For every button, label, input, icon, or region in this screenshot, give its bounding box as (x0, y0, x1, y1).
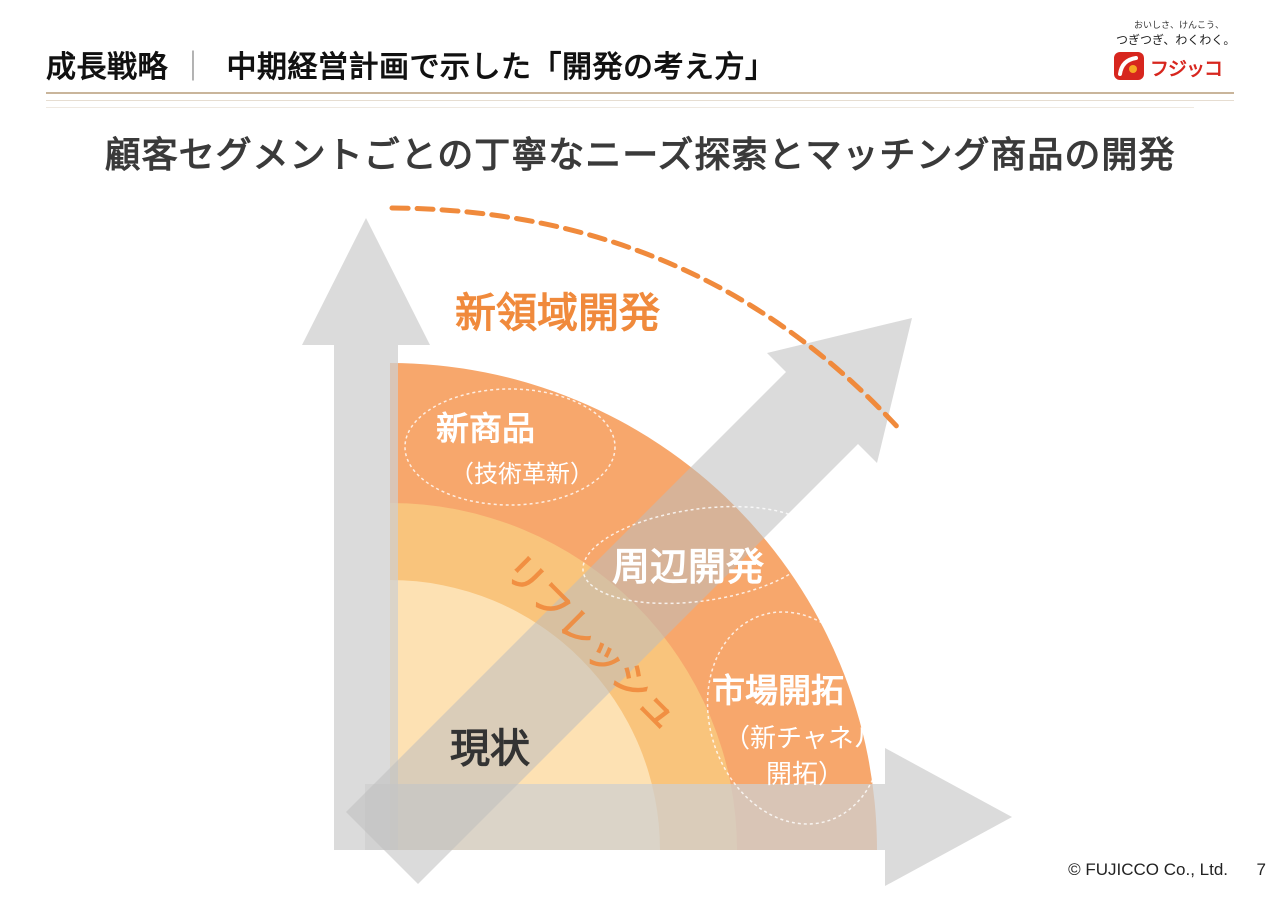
logo-tagline-1: おいしさ、けんこう、 (1134, 21, 1225, 31)
logo-company-name: フジッコ (1150, 58, 1223, 80)
title-separator: ｜ (178, 50, 209, 85)
market-ellipse (706, 611, 884, 825)
new-product-ellipse (404, 388, 616, 506)
current-state-label: 現状 (450, 726, 531, 772)
copyright: © FUJICCO Co., Ltd. (1068, 860, 1228, 879)
header-rule-top (46, 92, 1234, 94)
market-title: 市場開拓 (712, 671, 844, 710)
header-rule-bottom (46, 107, 1194, 108)
market-sub-line1: （新チャネル (724, 724, 880, 754)
page-title: 成長戦略 ｜ 中期経営計画で示した「開発の考え方」 (46, 42, 776, 86)
section-name: 成長戦略 (46, 50, 168, 85)
new-domain-dashed-arc (389, 205, 905, 435)
market-sub-line2: 開拓） (766, 760, 844, 790)
header-rule-middle (46, 100, 1234, 101)
peripheral-ellipse (582, 505, 818, 605)
logo-mark-icon (1114, 52, 1144, 80)
page-heading: 中期経営計画で示した「開発の考え方」 (226, 50, 776, 85)
company-logo: おいしさ、けんこう、 つぎつぎ、わくわく。 フジッコ (1110, 18, 1240, 82)
logo-tagline-2: つぎつぎ、わくわく。 (1116, 33, 1236, 47)
horizontal-axis-arrow (365, 748, 1012, 886)
new-product-title: 新商品 (436, 409, 535, 448)
slide-subtitle: 顧客セグメントごとの丁寧なニーズ探索とマッチング商品の開発 (104, 135, 1176, 176)
peripheral-title: 周辺開発 (612, 545, 765, 589)
new-product-sub: （技術革新） (450, 460, 594, 488)
vertical-axis-arrow (302, 218, 430, 850)
page-number: 7 (1256, 860, 1266, 879)
new-domain-label: 新領域開発 (455, 289, 661, 337)
